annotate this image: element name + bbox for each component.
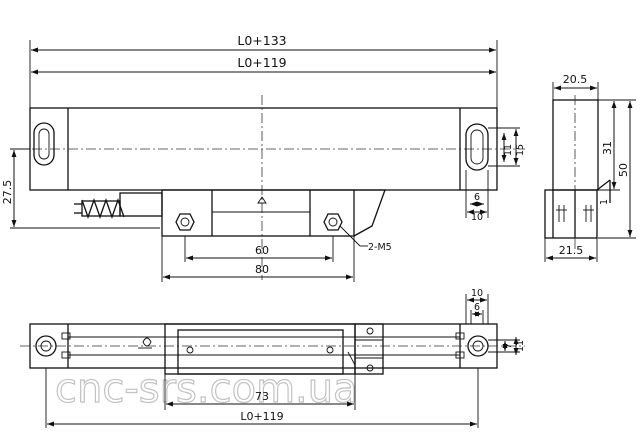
side-profile-body [552,99,599,191]
top-cable-exit [142,337,152,347]
overall-length-label: L0+133 [237,33,286,48]
reading-head [161,189,355,237]
side-profile-mount [544,189,598,239]
reader-screw-right [323,213,343,231]
slot-11-label: 11 [503,144,514,156]
hole-spacing-60-label: 60 [255,244,269,257]
front-view: L0+133 L0+119 27.5 11 15 6 10 [1,33,526,282]
height-27-5-label: 27.5 [1,180,14,205]
reader-screw-left [175,213,195,231]
top-left-mount-hole [35,332,71,359]
screw-note-label: 2-M5 [368,242,392,253]
side-height-31-label: 31 [601,141,614,155]
left-mounting-slot [33,122,55,166]
side-height-50-label: 50 [617,163,630,177]
watermark: cnc-srs.com.ua [55,366,358,412]
slot-10-label: 10 [471,212,483,223]
side-thickness-label: 1 [599,199,610,205]
top-right-mount-hole [455,332,489,359]
side-width-20-5-label: 20.5 [563,73,588,86]
top-view: 10 6 7 11 73 L0+119 [20,288,526,428]
top-measuring-length-label: L0+119 [240,410,283,423]
top-reader-offset-label: 73 [255,390,269,403]
top-slot-7-label: 7 [503,343,514,349]
top-slot-11-label: 11 [515,340,526,352]
top-reader-cover [177,329,344,375]
right-mounting-slot [465,123,489,171]
side-screw-right [583,205,594,222]
top-slot-6-label: 6 [474,302,480,313]
side-screw-left [556,205,567,222]
side-view: 20.5 31 50 1 21.5 [544,73,636,262]
cable-spring [74,198,125,219]
slot-15-label: 15 [515,144,526,156]
measuring-length-label: L0+119 [237,55,286,70]
slot-6-label: 6 [474,192,480,203]
reader-length-80-label: 80 [255,263,269,276]
side-width-21-5-label: 21.5 [559,244,584,257]
cable-connector [119,192,163,217]
top-slot-10-label: 10 [471,288,483,299]
top-end-bracket [354,323,384,375]
reader-end-cap [353,189,386,237]
